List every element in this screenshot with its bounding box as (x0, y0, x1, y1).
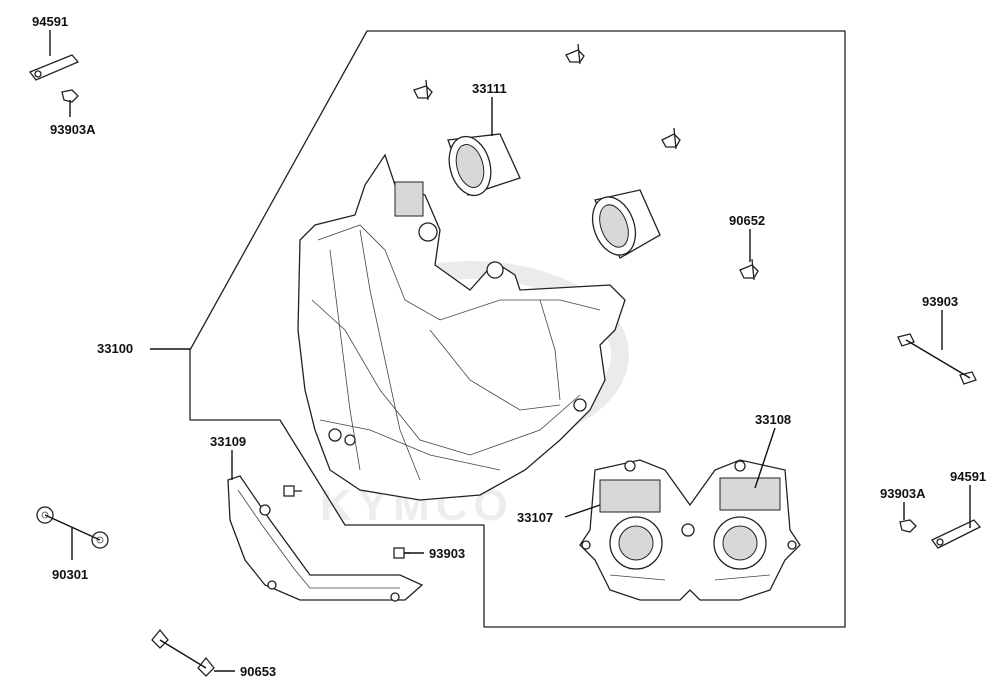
headlight-unit (579, 459, 801, 601)
screw-icon (565, 43, 585, 65)
lens-ring-left (447, 133, 521, 197)
part-label-33109: 33109 (210, 434, 246, 449)
leader-lines (44, 30, 971, 672)
screw-icon (413, 79, 433, 101)
part-label-33108: 33108 (755, 412, 791, 427)
part-label-90652: 90652 (729, 213, 765, 228)
part-label-90653: 90653 (240, 664, 276, 679)
part-label-94591-right: 94591 (950, 469, 986, 484)
part-label-93903a-top: 93903A (50, 122, 96, 137)
part-label-90301: 90301 (52, 567, 88, 582)
assembly-frame (189, 30, 846, 628)
lens-ring-right (591, 189, 661, 259)
fastener-icon (151, 628, 215, 677)
screw-icon (661, 127, 681, 150)
screw-icon (61, 89, 79, 103)
lower-trim (227, 475, 424, 602)
part-label-33111: 33111 (472, 81, 507, 96)
part-label-33100: 33100 (97, 341, 133, 356)
part-label-33107: 33107 (517, 510, 553, 525)
part-label-93903-mid: 93903 (429, 546, 465, 561)
headlight-housing (297, 153, 626, 501)
screw-icon (739, 258, 759, 281)
clip-part-icon (28, 54, 80, 81)
screw-icon (899, 519, 917, 533)
part-label-93903-right: 93903 (922, 294, 958, 309)
screw-icon (283, 485, 302, 497)
part-label-93903a-right: 93903A (880, 486, 926, 501)
clip-part-icon (931, 519, 982, 549)
part-label-94591-top: 94591 (32, 14, 68, 29)
